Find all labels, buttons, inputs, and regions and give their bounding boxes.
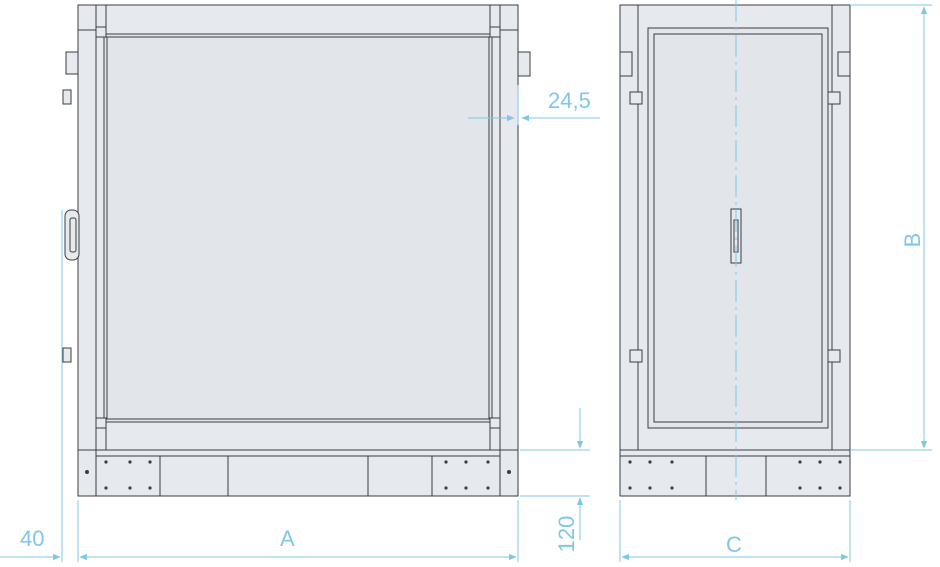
dim-a-label: A [280,526,295,551]
dim-40-label: 40 [20,526,44,551]
hinge [517,51,531,77]
corner-block [489,26,501,38]
dim-120-label: 120 [554,516,579,553]
dim-b-label: B [900,233,925,248]
latch [629,91,643,105]
corner-block [95,26,107,38]
front-view [62,4,531,497]
corner-block [489,417,501,429]
front-door-panel [103,33,493,423]
side-door-inset [653,33,823,423]
latch [62,89,72,105]
corner-block [95,417,107,429]
hinge [837,51,851,77]
latch [629,349,643,363]
hinge [65,51,79,75]
dimension-lines [0,4,932,562]
plinth-bolts [628,460,842,490]
side-handle-grip [69,217,77,253]
front-plinth [77,449,519,497]
dim-24-5-label: 24,5 [548,88,591,113]
latch [827,349,841,363]
latch [62,347,72,363]
dim-c-label: C [726,532,742,557]
front-door-inset [106,36,490,420]
latch [827,91,841,105]
side-plinth [619,449,851,497]
hinge [619,51,633,77]
plinth-bolts [85,460,511,490]
side-view [619,0,851,500]
